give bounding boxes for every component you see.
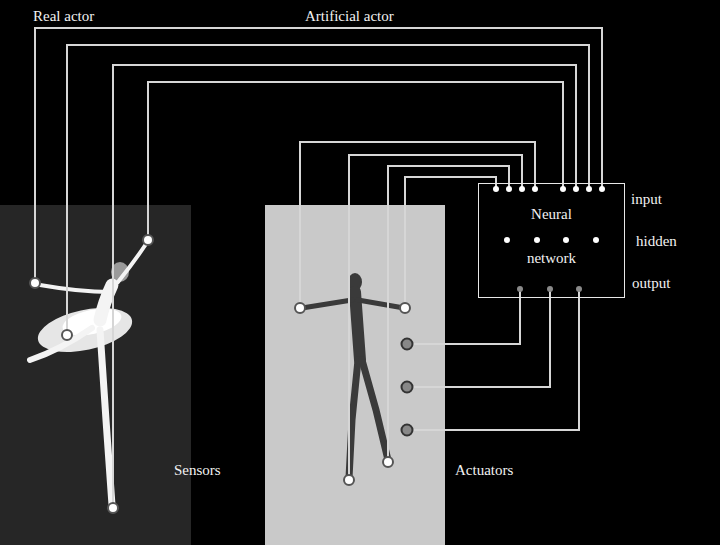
sensor-marker: [30, 235, 410, 513]
ballerina-figure: [30, 244, 146, 505]
network-box: Neural network: [478, 183, 625, 298]
input-unit: [493, 186, 605, 192]
group-name: Actuators: [455, 461, 513, 479]
layer-name: output: [632, 274, 670, 292]
photo-ground: [265, 205, 445, 545]
photo-ground: [0, 205, 191, 545]
output-unit: [517, 286, 582, 292]
actor-heading: Real actor: [33, 7, 94, 25]
layer-name: input: [631, 190, 662, 208]
group-name: Sensors: [174, 461, 221, 479]
sensor-wire: [35, 28, 602, 508]
hidden-unit: [504, 237, 599, 243]
layer-name: hidden: [636, 232, 677, 250]
network-label: Neural network: [527, 192, 576, 280]
actor-heading: Artificial actor: [305, 7, 394, 25]
actuator-marker: [402, 339, 413, 436]
